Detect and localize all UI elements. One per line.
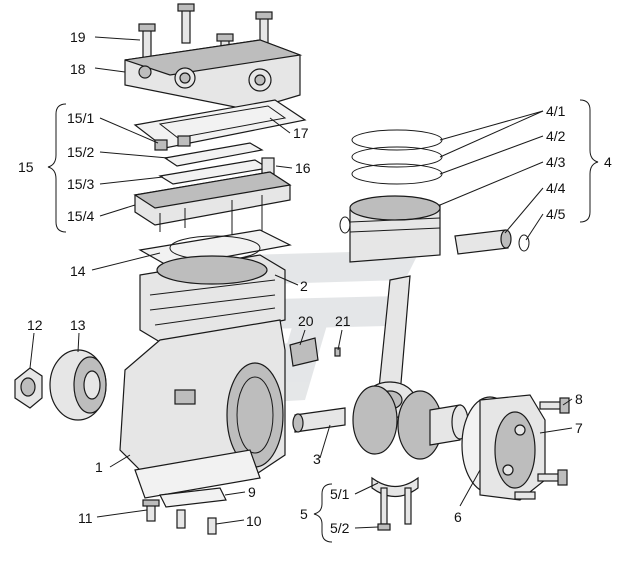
callout-4: 4 bbox=[604, 154, 612, 170]
callout-4-2: 4/2 bbox=[546, 128, 566, 144]
callout-13: 13 bbox=[70, 317, 86, 333]
callout-15-3: 15/3 bbox=[67, 176, 94, 192]
callout-8: 8 bbox=[575, 391, 583, 407]
callout-21: 21 bbox=[335, 313, 351, 329]
crankcase bbox=[119, 319, 286, 499]
callout-4-5: 4/5 bbox=[546, 206, 566, 222]
callout-1: 1 bbox=[95, 459, 103, 475]
leader-lines bbox=[29, 36, 573, 529]
piston bbox=[339, 195, 441, 263]
valve-plate-parts bbox=[154, 135, 275, 185]
callout-12: 12 bbox=[27, 317, 43, 333]
callout-16: 16 bbox=[295, 160, 311, 176]
piston-pin bbox=[454, 229, 530, 255]
callout-14: 14 bbox=[70, 263, 86, 279]
callout-15: 15 bbox=[18, 159, 34, 175]
callout-3: 3 bbox=[313, 451, 321, 467]
braces bbox=[47, 99, 599, 543]
small-parts-20-21 bbox=[289, 337, 341, 367]
callout-20: 20 bbox=[298, 313, 314, 329]
callout-15-2: 15/2 bbox=[67, 144, 94, 160]
callout-7: 7 bbox=[575, 420, 583, 436]
callout-19: 19 bbox=[70, 29, 86, 45]
callout-10: 10 bbox=[246, 513, 262, 529]
callout-5: 5 bbox=[300, 506, 308, 522]
callout-5-2: 5/2 bbox=[330, 520, 350, 536]
valve-plate bbox=[133, 171, 292, 242]
end-cover bbox=[461, 394, 546, 501]
bottom-bolts bbox=[142, 487, 227, 535]
callout-2: 2 bbox=[300, 278, 308, 294]
nut-and-pulley bbox=[14, 349, 107, 421]
callout-9: 9 bbox=[248, 484, 256, 500]
callout-5-1: 5/1 bbox=[330, 486, 350, 502]
callout-11: 11 bbox=[78, 510, 93, 526]
rod-cap bbox=[371, 476, 419, 531]
crankshaft bbox=[292, 385, 469, 460]
callout-6: 6 bbox=[454, 509, 462, 525]
callout-15-1: 15/1 bbox=[67, 110, 94, 126]
piston-rings bbox=[351, 129, 443, 185]
callout-labels: 19 18 15/1 15/2 15 15/3 15/4 17 16 14 2 … bbox=[18, 29, 612, 536]
callout-4-1: 4/1 bbox=[546, 103, 566, 119]
cover-bolts bbox=[514, 397, 570, 500]
callout-17: 17 bbox=[293, 125, 309, 141]
callout-4-4: 4/4 bbox=[546, 180, 566, 196]
cylinder bbox=[139, 254, 286, 346]
cylinder-head bbox=[124, 39, 303, 111]
callout-18: 18 bbox=[70, 61, 86, 77]
callout-15-4: 15/4 bbox=[67, 208, 94, 224]
callout-4-3: 4/3 bbox=[546, 154, 566, 170]
